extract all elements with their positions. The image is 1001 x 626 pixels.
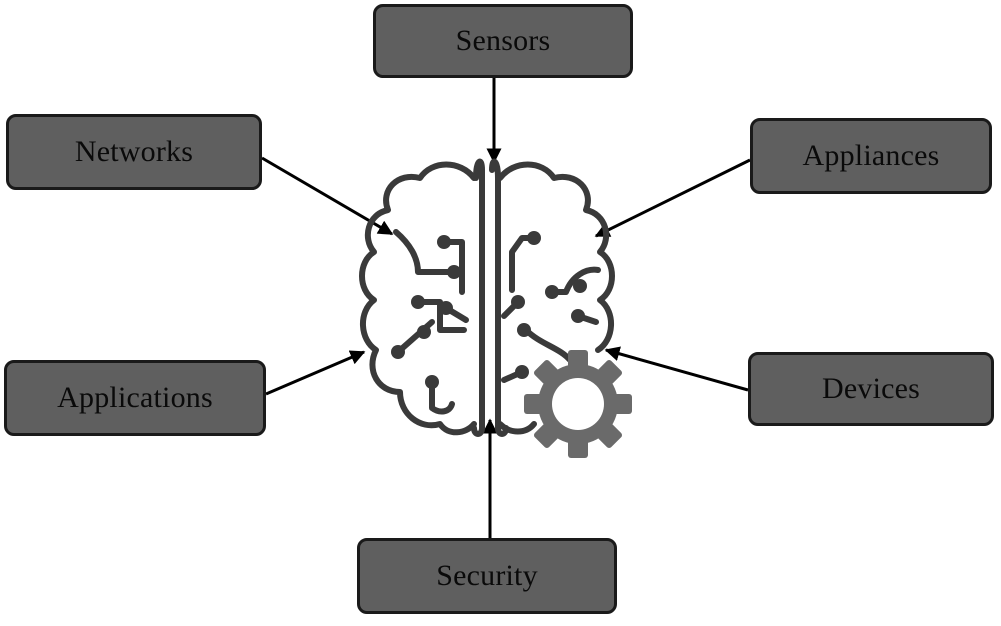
node-applications: Applications [4,360,266,436]
node-sensors-label: Sensors [455,24,551,57]
node-security: Security [357,538,617,614]
node-devices: Devices [748,352,994,426]
node-appliances-label: Appliances [802,139,940,172]
connector-arrows [261,78,751,538]
brain-icon [359,158,615,437]
node-networks: Networks [6,114,262,190]
arrow-appliances [594,158,751,238]
node-networks-label: Networks [74,135,194,168]
node-appliances: Appliances [750,118,992,194]
gear-icon [524,350,632,458]
node-sensors: Sensors [373,4,633,78]
arrow-applications [265,350,366,396]
node-security-label: Security [436,559,538,592]
arrow-devices [604,346,749,392]
node-devices-label: Devices [821,372,921,405]
node-applications-label: Applications [57,381,213,414]
